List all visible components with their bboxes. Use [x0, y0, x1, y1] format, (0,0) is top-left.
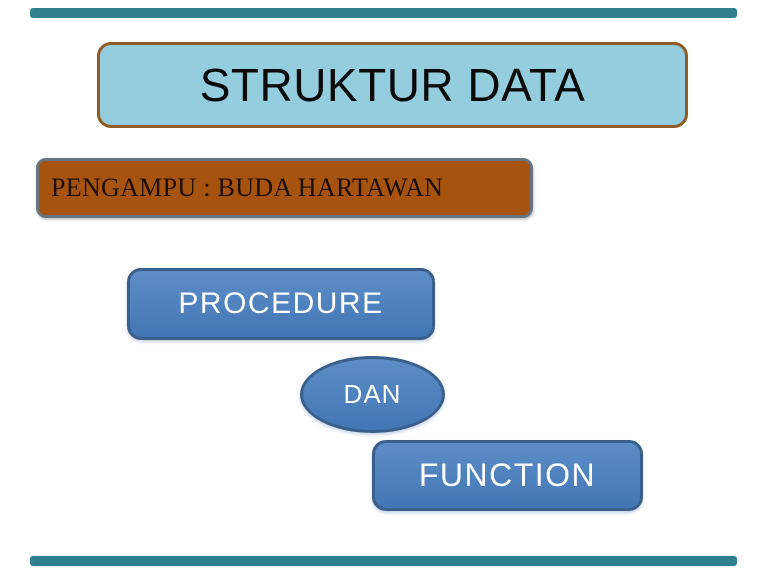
lecturer-banner: PENGAMPU : BUDA HARTAWAN — [36, 158, 533, 218]
slide-title: STRUKTUR DATA — [199, 59, 586, 111]
top-accent-bar — [30, 8, 737, 18]
shape-function-label: FUNCTION — [418, 457, 597, 493]
bottom-accent-bar — [30, 556, 737, 566]
shape-dan-label: DAN — [343, 379, 402, 409]
shape-procedure-label: PROCEDURE — [178, 287, 384, 320]
lecturer-text: PENGAMPU : BUDA HARTAWAN — [51, 173, 444, 202]
shape-procedure: PROCEDURE — [127, 268, 435, 340]
shape-function: FUNCTION — [372, 440, 643, 511]
shape-dan-ellipse: DAN — [300, 356, 445, 433]
slide-title-box: STRUKTUR DATA — [97, 42, 688, 128]
